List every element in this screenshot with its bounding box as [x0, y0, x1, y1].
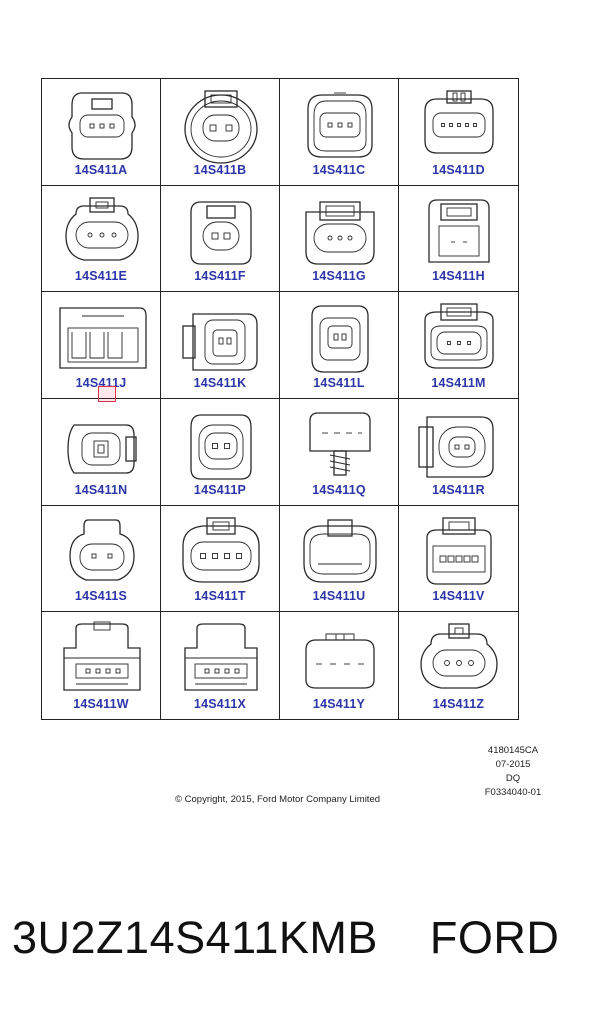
connector-label: 14S411K	[193, 375, 247, 390]
connector-cell-r[interactable]: 14S411R	[399, 399, 518, 506]
connector-drawing-icon	[69, 519, 135, 581]
connector-cell-g[interactable]: 14S411G	[280, 185, 399, 293]
connector-drawing-icon	[184, 90, 258, 164]
connector-drawing-icon	[68, 92, 136, 160]
connector-label: 14S411P	[193, 482, 247, 497]
connector-cell-w[interactable]: 14S411W	[42, 612, 161, 719]
connector-drawing-icon	[182, 313, 258, 371]
connector-label: 14S411E	[74, 269, 128, 284]
connector-label: 14S411C	[312, 162, 366, 177]
connector-drawing-icon	[305, 201, 375, 265]
drawing-code: DQ	[505, 773, 521, 784]
connector-label: 14S411M	[431, 375, 486, 390]
drawing-number: 4180145CA	[487, 745, 539, 756]
connector-grid: 14S411A 14S411B 14S411C 14S411D 14S411E 14S41…	[41, 78, 519, 720]
connector-label: 14S411Y	[312, 696, 366, 711]
connector-drawing-icon	[418, 416, 494, 478]
connector-cell-b[interactable]: 14S411B	[161, 79, 280, 186]
connector-cell-z[interactable]: 14S411Z	[399, 612, 518, 719]
connector-cell-k[interactable]: 14S411K	[161, 292, 280, 399]
connector-drawing-icon	[190, 414, 252, 480]
connector-cell-t[interactable]: 14S411T	[161, 505, 280, 613]
connector-label: 14S411B	[193, 162, 247, 177]
connector-cell-n[interactable]: 14S411N	[42, 398, 161, 506]
connector-cell-d[interactable]: 14S411D	[399, 79, 518, 186]
connector-cell-m[interactable]: 14S411M	[399, 292, 518, 399]
connector-drawing-icon	[307, 92, 373, 158]
connector-drawing-icon	[59, 307, 147, 369]
highlight-marker	[98, 386, 116, 403]
connector-label: 14S411T	[194, 589, 246, 604]
connector-label: 14S411Q	[312, 482, 366, 497]
connector-drawing-icon	[428, 199, 490, 263]
connector-drawing-icon	[311, 305, 369, 373]
connector-cell-v[interactable]: 14S411V	[399, 506, 518, 613]
copyright-text: © Copyright, 2015, Ford Motor Company Li…	[175, 794, 381, 805]
connector-cell-j[interactable]: 14S411J	[42, 292, 161, 403]
connector-label: 14S411A	[74, 162, 128, 177]
connector-drawing-icon	[303, 519, 377, 583]
connector-label: 14S411W	[73, 696, 129, 711]
connector-cell-c[interactable]: 14S411C	[280, 79, 399, 186]
connector-cell-h[interactable]: 14S411H	[399, 186, 518, 293]
connector-label: 14S411G	[312, 269, 366, 284]
connector-drawing-icon	[65, 197, 139, 261]
connector-cell-s[interactable]: 14S411S	[42, 505, 161, 613]
part-number: 3U2Z14S411KMB	[12, 912, 378, 963]
connector-label: 14S411X	[193, 696, 247, 711]
connector-label: 14S411Z	[432, 696, 485, 711]
connector-drawing-icon	[305, 633, 375, 689]
connector-cell-a[interactable]: 14S411A	[42, 79, 161, 186]
connector-drawing-icon	[190, 201, 252, 265]
connector-label: 14S411S	[74, 589, 128, 604]
connector-label: 14S411R	[432, 482, 485, 497]
brand-name: FORD	[429, 912, 560, 963]
connector-cell-u[interactable]: 14S411U	[280, 505, 399, 613]
connector-drawing-icon	[424, 90, 494, 154]
connector-label: 14S411H	[432, 269, 485, 284]
connector-cell-x[interactable]: 14S411X	[161, 612, 280, 719]
connector-drawing-icon	[420, 623, 498, 689]
drawing-date: 07-2015	[495, 759, 531, 770]
connector-label: 14S411L	[313, 375, 365, 390]
connector-drawing-icon	[184, 623, 258, 691]
connector-label: 14S411N	[74, 482, 128, 497]
connector-cell-y[interactable]: 14S411Y	[280, 612, 399, 719]
drawing-ref: F0334040-01	[484, 787, 542, 798]
connector-cell-e[interactable]: 14S411E	[42, 185, 161, 293]
drawing-meta: 4180145CA 07-2015 DQ F0334040-01	[468, 744, 558, 800]
connector-drawing-icon	[309, 412, 371, 476]
connector-drawing-icon	[424, 303, 494, 369]
connector-label: 14S411V	[432, 589, 485, 604]
connector-drawing-icon	[63, 621, 141, 691]
connector-drawing-icon	[182, 517, 260, 583]
connector-cell-q[interactable]: 14S411Q	[280, 398, 399, 506]
connector-label: 14S411U	[312, 589, 366, 604]
footer-caption: 3U2Z14S411KMB FORD	[12, 912, 559, 964]
connector-drawing-icon	[426, 517, 492, 585]
connector-cell-l[interactable]: 14S411L	[280, 292, 399, 399]
connector-label: 14S411D	[432, 162, 485, 177]
connector-cell-f[interactable]: 14S411F	[161, 185, 280, 293]
connector-cell-p[interactable]: 14S411P	[161, 398, 280, 506]
connector-drawing-icon	[67, 424, 137, 474]
connector-label: 14S411F	[194, 269, 246, 284]
